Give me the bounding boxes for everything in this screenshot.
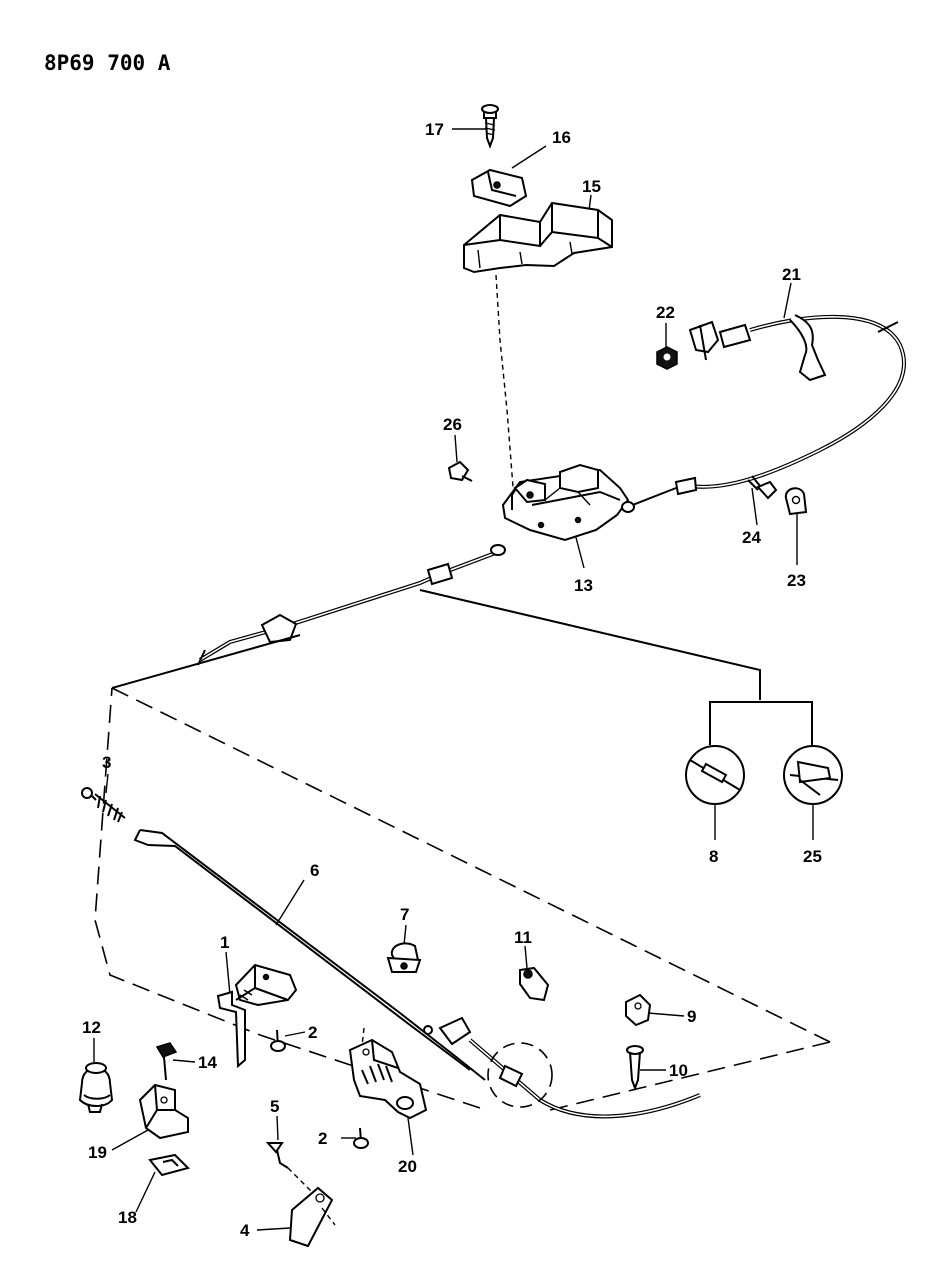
screw-2-lower [353,1127,369,1149]
retainer-24 [747,475,778,500]
diagram-code: 8P69 700 A [44,51,171,75]
callout-23: 23 [787,571,806,590]
callout-13: 13 [574,576,593,595]
callout-19: 19 [88,1143,107,1162]
callout-11: 11 [514,928,532,947]
callout-10: 10 [669,1061,688,1080]
bracket-1 [216,963,298,1069]
lever-assembly-13 [501,463,630,542]
callout-21: 21 [782,265,801,284]
callout-25: 25 [803,847,822,866]
pin-5 [265,1142,321,1201]
callouts: 17 16 15 21 22 26 24 13 23 3 8 25 6 7 11… [82,120,822,1240]
callout-3: 3 [102,753,111,772]
lower-cable [438,1016,701,1119]
dashed-outline-lower [94,687,831,1111]
bracket-line-left [111,634,301,689]
rod-6 [133,829,486,1081]
callout-20: 20 [398,1157,417,1176]
clip-16 [470,168,528,208]
rivet-10 [626,1045,644,1091]
clip-23 [784,487,808,516]
nut-22 [656,346,678,370]
callout-12: 12 [82,1018,101,1037]
callout-14: 14 [198,1053,217,1072]
catch-19 [138,1083,189,1140]
callout-2-lower: 2 [318,1129,327,1148]
bracket-4 [288,1186,336,1248]
cable-21 [621,314,906,513]
detail-25 [783,745,843,805]
callout-6: 6 [310,861,319,880]
dashed-outline-upper [111,687,831,1043]
alignment-line-guard [495,274,514,488]
callout-1: 1 [220,933,229,952]
callout-5: 5 [270,1097,279,1116]
callout-4: 4 [240,1221,250,1240]
callout-15: 15 [582,177,601,196]
clip-7 [386,942,422,973]
leader-lines [93,128,814,1231]
bumper-12 [78,1062,114,1113]
callout-2-upper: 2 [308,1023,317,1042]
callout-9: 9 [687,1007,696,1026]
grommet-11 [519,966,550,1002]
guard-15 [463,201,613,274]
callout-24: 24 [742,528,761,547]
screw-17 [481,104,499,149]
bolt-26 [447,460,473,482]
bolt-14 [155,1042,178,1081]
bracket-line-upper [419,589,761,700]
callout-26: 26 [443,415,462,434]
latch-20 [348,1027,428,1120]
detail-8 [685,745,745,805]
callout-8: 8 [709,847,718,866]
shim-18 [148,1153,190,1177]
bracket-callout-split [709,701,813,745]
screw-2-upper [270,1029,286,1052]
callout-16: 16 [552,128,571,147]
spring-3 [81,787,126,823]
callout-7: 7 [400,905,409,924]
front-cable [197,544,506,666]
callout-18: 18 [118,1208,137,1227]
callout-22: 22 [656,303,675,322]
callout-17: 17 [425,120,444,139]
clip-9 [625,993,652,1027]
